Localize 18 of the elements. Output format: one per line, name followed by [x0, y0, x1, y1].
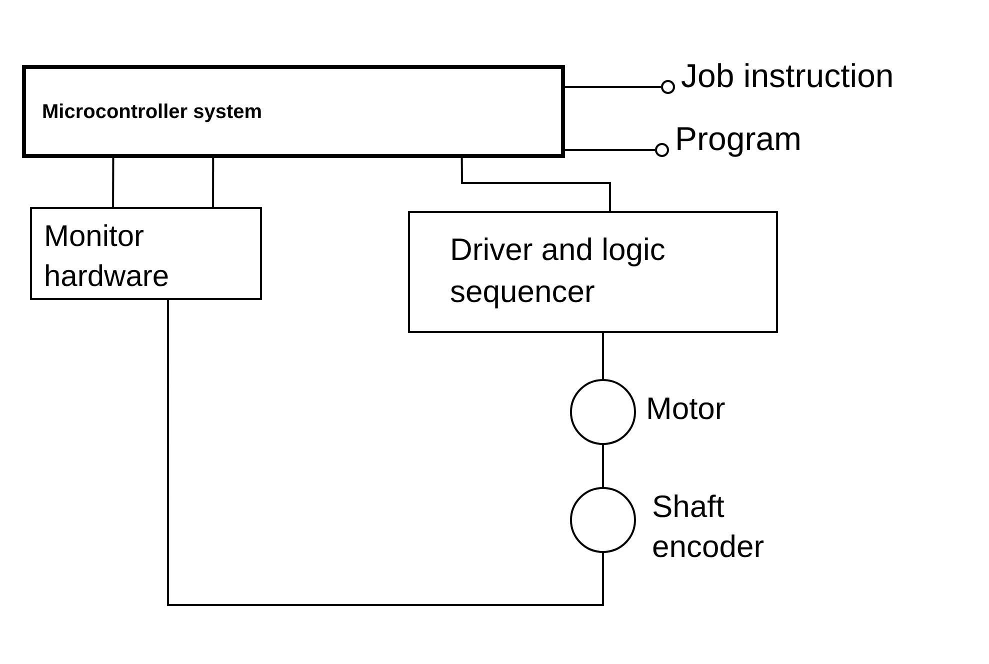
connector-line [112, 158, 114, 207]
connector-line [602, 445, 604, 487]
side-label: Job instruction [681, 56, 895, 96]
connector-line [460, 158, 612, 211]
connector-line [565, 149, 655, 151]
connector-line [212, 158, 214, 207]
box-label: Driver and logic sequencer [450, 232, 666, 309]
connector-line [565, 86, 661, 88]
block-box [408, 211, 778, 333]
block-box [30, 207, 262, 300]
side-label: Motor [646, 390, 726, 428]
box-label: Microcontroller system [42, 100, 262, 124]
block-box [22, 65, 565, 158]
side-label: Shaft encoder [652, 488, 766, 566]
box-label: Monitor hardware [44, 220, 170, 293]
connector-line [167, 300, 604, 606]
side-label: Program [675, 119, 803, 159]
connector-line [602, 333, 604, 379]
